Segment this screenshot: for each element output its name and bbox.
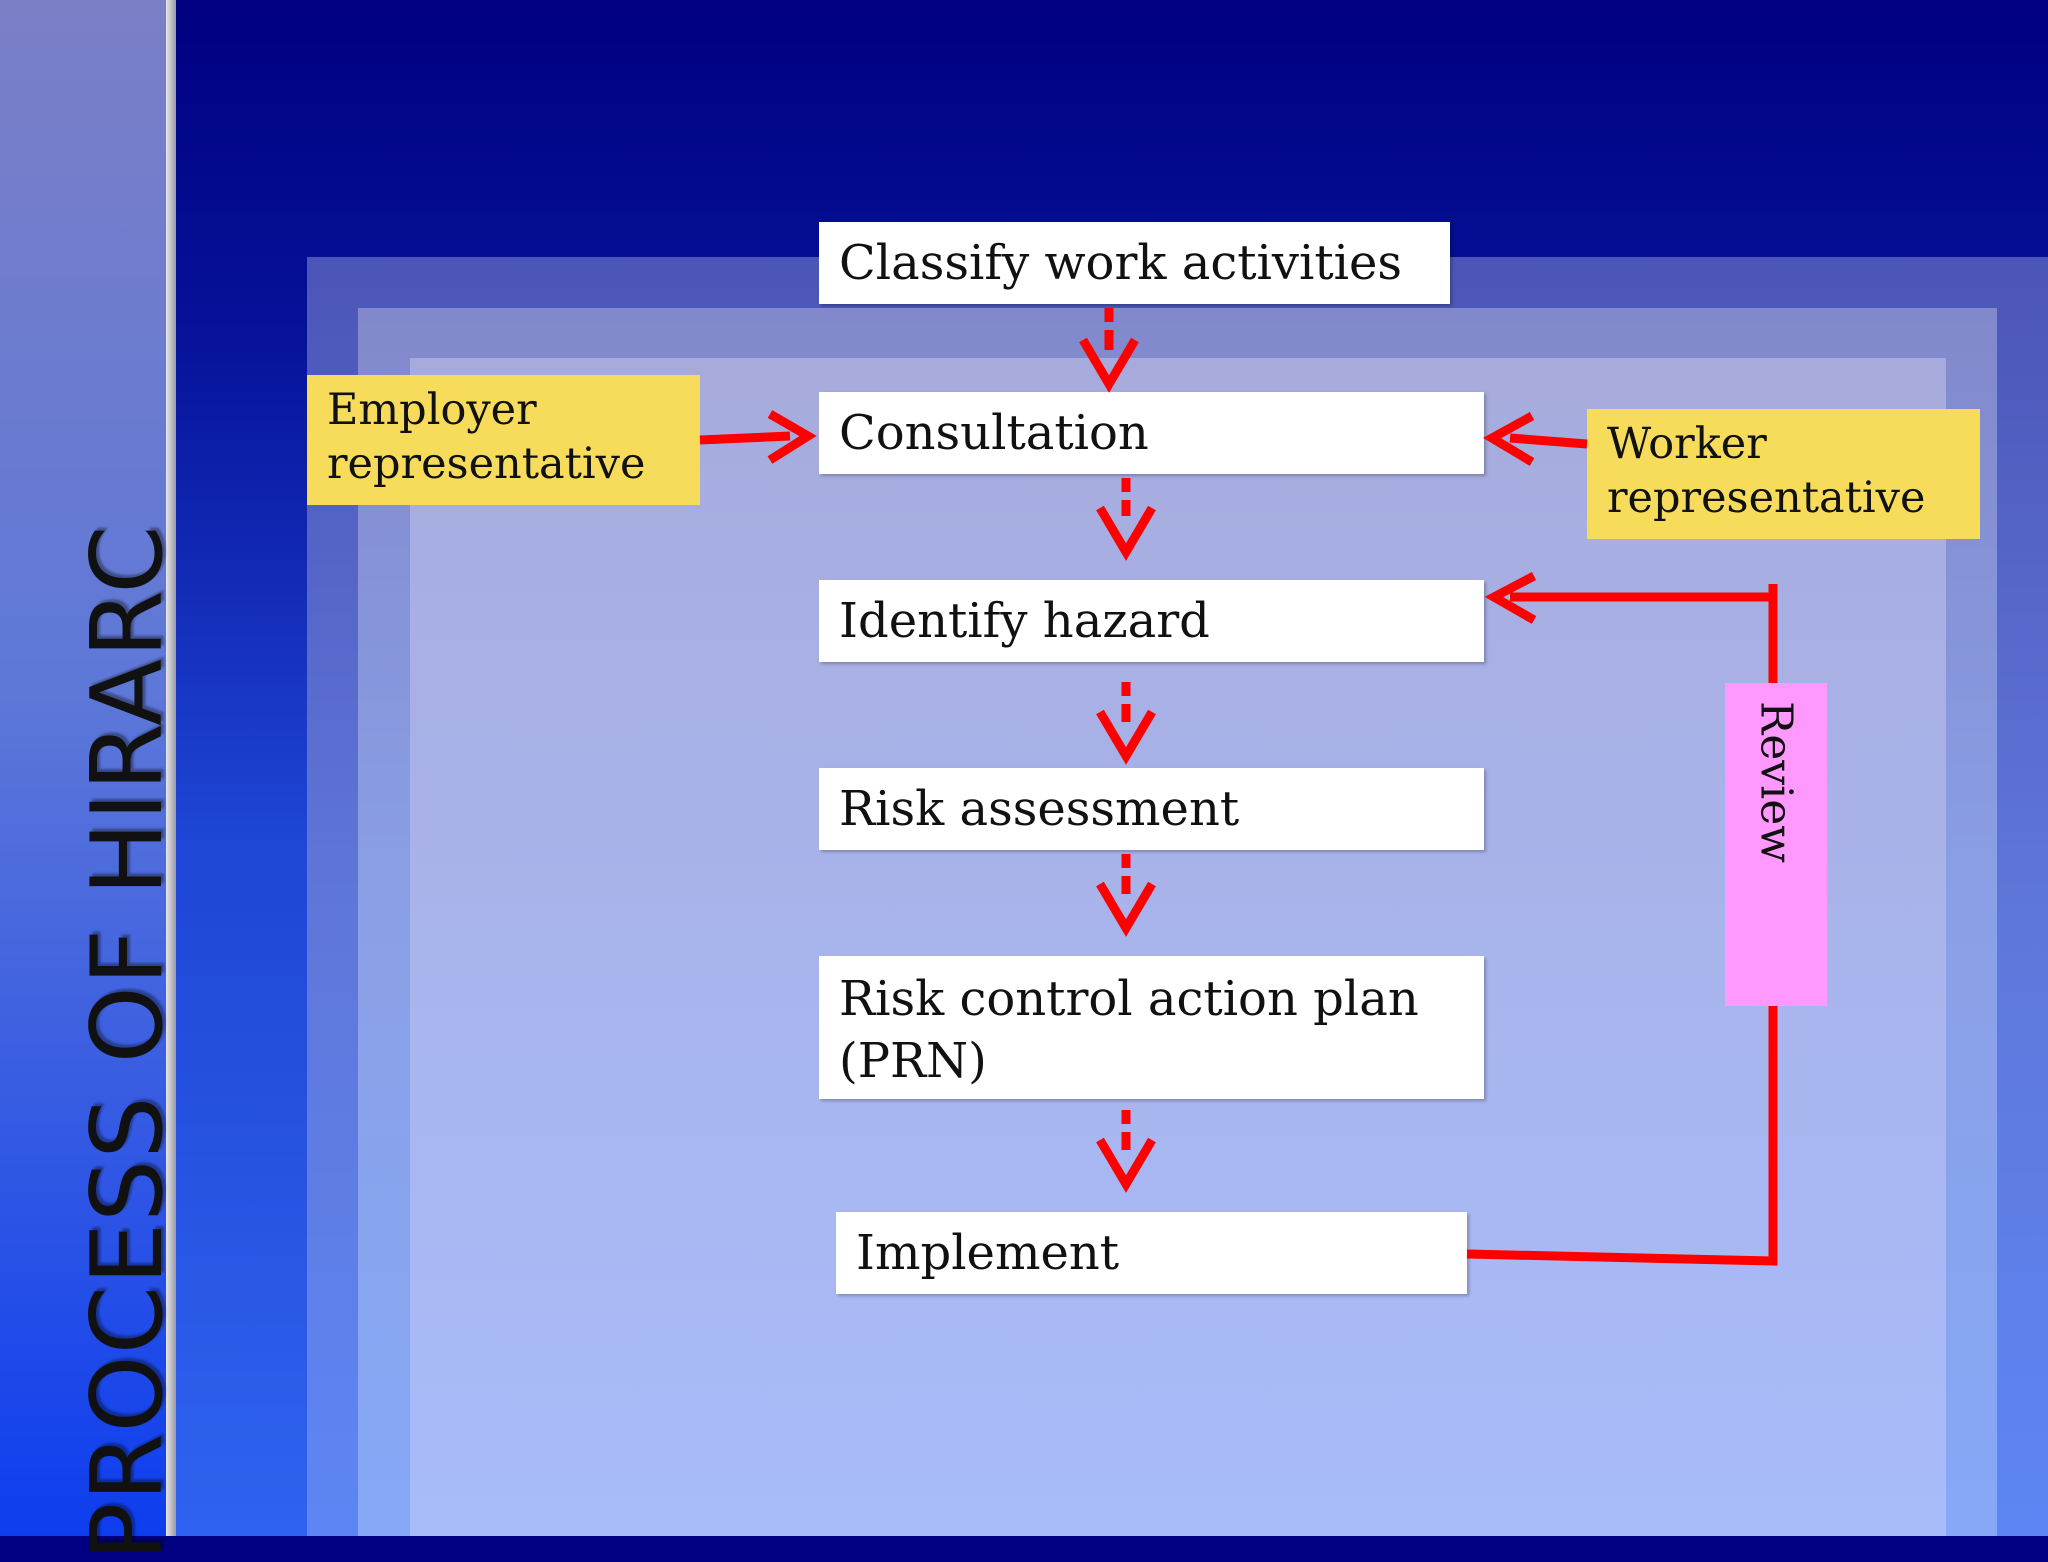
step-identify-hazard: Identify hazard bbox=[819, 580, 1484, 662]
background-frame-inner bbox=[410, 358, 1946, 1536]
review-loop-line bbox=[1466, 572, 1778, 1266]
review-box bbox=[1725, 683, 1827, 1006]
step-classify-work-activities: Classify work activities bbox=[819, 222, 1450, 304]
arrow-identify-to-assessment bbox=[1096, 682, 1156, 765]
employer-label-line2: representative bbox=[327, 439, 646, 489]
sidebar-divider bbox=[166, 0, 176, 1536]
sidebar-band bbox=[0, 0, 168, 1536]
worker-label-line1: Worker bbox=[1607, 419, 1767, 469]
worker-representative-note: Worker representative bbox=[1587, 409, 1980, 539]
step-consultation: Consultation bbox=[819, 392, 1484, 474]
step-classify-label: Classify work activities bbox=[839, 235, 1403, 291]
step-identify-label: Identify hazard bbox=[839, 593, 1210, 649]
arrow-control-to-implement bbox=[1096, 1110, 1156, 1193]
step-risk-control-action-plan: Risk control action plan (PRN) bbox=[819, 956, 1484, 1099]
step-assessment-label: Risk assessment bbox=[839, 781, 1240, 837]
step-implement-label: Implement bbox=[856, 1225, 1120, 1281]
step-consultation-label: Consultation bbox=[839, 405, 1149, 461]
worker-label-line2: representative bbox=[1607, 473, 1926, 523]
arrow-assessment-to-control bbox=[1096, 854, 1156, 937]
step-control-label-line2: (PRN) bbox=[839, 1033, 987, 1089]
arrow-employer-to-consultation bbox=[699, 410, 817, 464]
arrow-classify-to-consultation bbox=[1079, 308, 1139, 393]
employer-representative-note: Employer representative bbox=[307, 375, 700, 505]
step-control-label-line1: Risk control action plan bbox=[839, 971, 1419, 1027]
employer-label-line1: Employer bbox=[327, 385, 537, 435]
step-implement: Implement bbox=[836, 1212, 1467, 1294]
step-risk-assessment: Risk assessment bbox=[819, 768, 1484, 850]
arrow-worker-to-consultation bbox=[1482, 412, 1588, 466]
arrow-consultation-to-identify bbox=[1096, 478, 1156, 561]
